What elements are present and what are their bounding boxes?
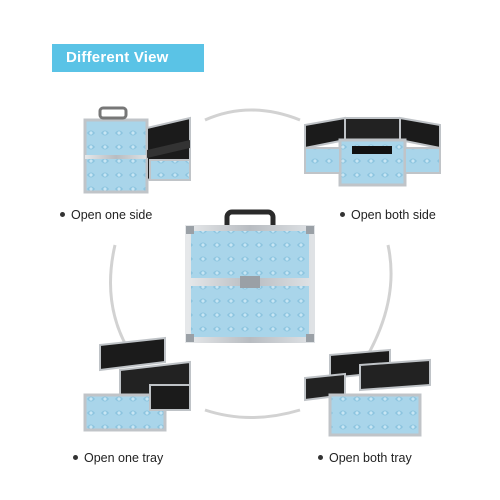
case-open-one-tray <box>83 336 191 432</box>
case-open-one-side <box>83 106 191 194</box>
caption-open-both-tray: Open both tray <box>318 451 412 465</box>
caption-open-one-tray: Open one tray <box>73 451 163 465</box>
section-banner: Different View <box>52 44 204 72</box>
case-open-both-tray <box>304 348 431 437</box>
ring-arc-right <box>363 244 393 361</box>
caption-text: Open one tray <box>84 451 164 465</box>
bullet-dot-icon <box>340 212 345 218</box>
caption-text: Open both side <box>351 208 436 222</box>
bullet-dot-icon <box>318 455 323 461</box>
ring-arc-bottom <box>204 408 301 419</box>
case-closed <box>185 209 315 343</box>
bullet-dot-icon <box>60 212 65 218</box>
caption-text: Open one side <box>71 208 153 222</box>
caption-open-one-side: Open one side <box>60 208 152 222</box>
bullet-dot-icon <box>73 455 78 461</box>
ring-arc-top <box>204 108 301 122</box>
banner-title: Different View <box>66 49 169 66</box>
caption-text: Open both tray <box>329 451 412 465</box>
case-open-both-side <box>304 116 441 187</box>
caption-open-both-side: Open both side <box>340 208 436 222</box>
